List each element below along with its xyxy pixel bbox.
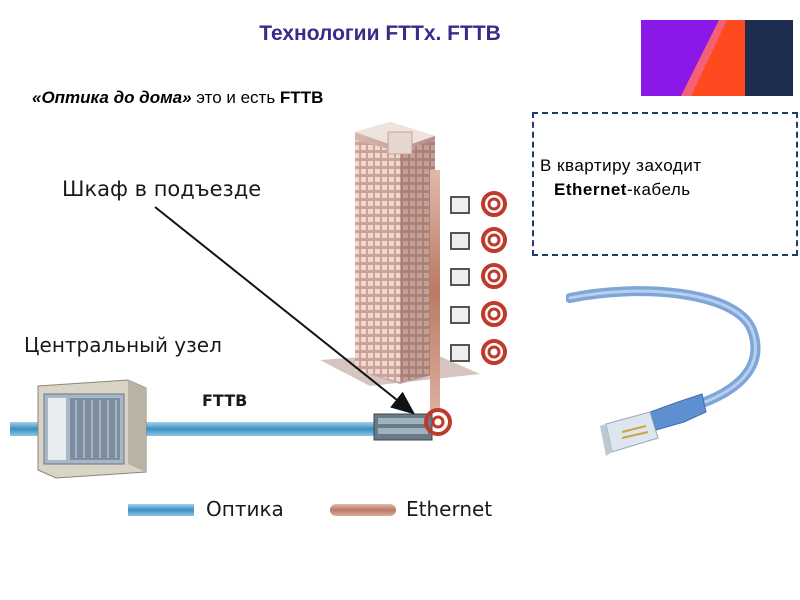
note-box: В квартиру заходит Ethernet-кабель	[532, 112, 798, 256]
logo-image	[641, 20, 793, 96]
subtitle-fttb: FTTB	[279, 88, 324, 107]
subtitle-rest: это и есть FTTB	[196, 88, 323, 107]
note-ethernet: Ethernet	[554, 180, 627, 199]
subtitle-emphasis: «Оптика до дома»	[32, 88, 192, 107]
note-cable: -кабель	[626, 180, 691, 199]
cabinet-label: Шкаф в подъезде	[62, 177, 261, 201]
fttb-diagram-svg: Шкаф в подъезде Центральный узел FTTB Оп…	[10, 112, 522, 528]
legend: Оптика Ethernet	[128, 497, 492, 521]
legend-fiber-swatch	[128, 504, 194, 516]
subtitle-rest-text: это и есть	[196, 88, 276, 107]
apartment-building	[355, 122, 440, 410]
central-node-label: Центральный узел	[24, 333, 222, 357]
ethernet-cable-image	[565, 284, 796, 474]
slide-title: Технологии FTTx. FTTB	[259, 22, 501, 45]
legend-fiber-label: Оптика	[206, 497, 284, 521]
street-cabinet	[373, 408, 452, 441]
note-line-1: В квартиру заходит	[540, 156, 702, 175]
fttb-diagram: Шкаф в подъезде Центральный узел FTTB Оп…	[10, 112, 522, 528]
apartment-computers	[450, 191, 507, 365]
legend-ethernet-swatch	[330, 504, 396, 516]
central-node-rack	[37, 379, 147, 479]
subtitle: «Оптика до дома» это и есть FTTB	[32, 88, 323, 108]
ethernet-cable-icon	[565, 286, 761, 456]
note-line-2: Ethernet-кабель	[554, 180, 691, 200]
cabinet-arrow	[154, 206, 416, 415]
logo-graphic	[641, 20, 793, 96]
fttb-link-label: FTTB	[202, 391, 247, 410]
building-ethernet-riser	[430, 170, 440, 410]
legend-ethernet-label: Ethernet	[406, 497, 492, 521]
